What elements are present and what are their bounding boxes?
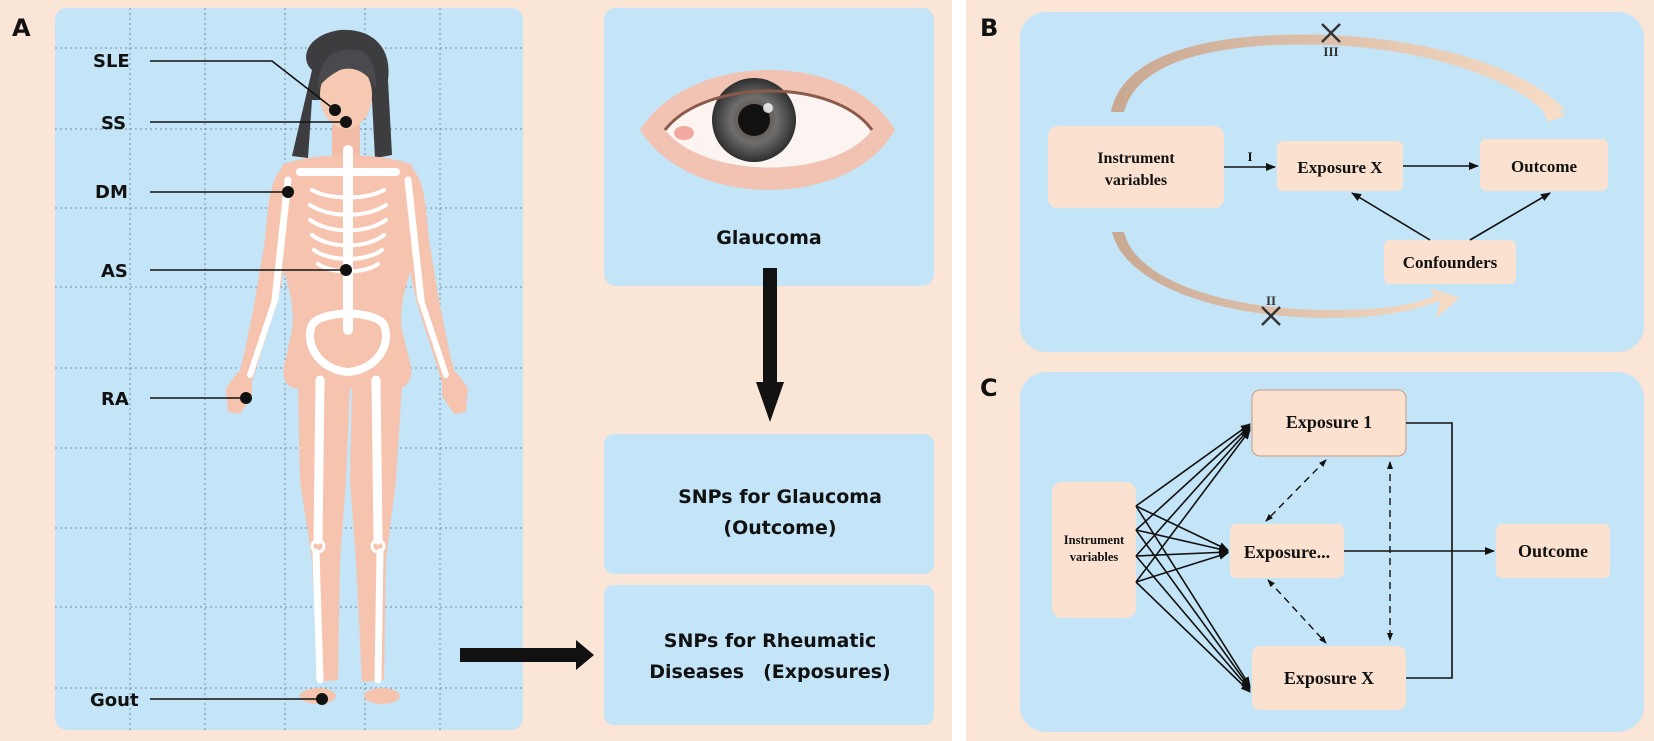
c-instrument-node — [1052, 482, 1136, 618]
c-exposurex-node — [1252, 646, 1406, 710]
b-confounders-label: Confounders — [1403, 253, 1498, 272]
callout-dots — [240, 104, 352, 705]
callout-lines — [150, 60, 346, 700]
snps-exposures-line1: SNPs for Rheumatic — [664, 630, 876, 652]
b-instrument-line2: variables — [1105, 172, 1167, 189]
snps-exposures-box — [604, 585, 934, 725]
down-arrow — [756, 268, 784, 422]
c-outcome-label: Outcome — [1518, 541, 1588, 561]
b-outcome-label: Outcome — [1511, 157, 1578, 176]
b-exposure-label: Exposure X — [1297, 158, 1383, 177]
b-outcome-node — [1480, 139, 1608, 191]
c-exposurex-label: Exposure X — [1284, 668, 1374, 688]
b-arrows — [1224, 162, 1551, 241]
panel-b-letter: B — [980, 14, 998, 42]
arc-top — [1111, 34, 1565, 114]
roman-2: II — [1266, 293, 1276, 308]
snps-outcome-line2: (Outcome) — [723, 517, 836, 539]
cross-bottom-icon — [1261, 306, 1281, 326]
roman-1: I — [1247, 149, 1252, 164]
cross-top-icon — [1321, 23, 1341, 43]
panel-a-letter: A — [12, 14, 31, 42]
human-figure — [226, 29, 468, 704]
roman-3: III — [1323, 44, 1338, 59]
panel-separator-vertical — [952, 0, 966, 741]
snps-exposures-line2: Diseases (Exposures) — [649, 661, 890, 683]
arc-top-head — [1538, 100, 1566, 122]
c-exposure-mid-node — [1230, 524, 1344, 578]
label-dm: DM — [95, 182, 128, 203]
b-instrument-line1: Instrument — [1097, 150, 1175, 167]
c-outcome-node — [1496, 524, 1610, 578]
label-gout: Gout — [90, 690, 139, 711]
c-instrument-line1: Instrument — [1064, 533, 1125, 547]
snps-outcome-box — [604, 434, 934, 574]
glaucoma-label: Glaucoma — [716, 227, 821, 249]
right-arrow — [460, 640, 594, 670]
c-instrument-line2: variables — [1070, 550, 1119, 564]
label-sle: SLE — [93, 51, 130, 72]
c-fan-arrows — [1135, 423, 1251, 693]
arc-bottom — [1112, 232, 1460, 318]
panel-c-letter: C — [980, 374, 998, 402]
c-dashed-arrows — [1265, 459, 1393, 644]
snps-outcome-line1: SNPs for Glaucoma — [678, 486, 882, 508]
b-confounders-node — [1384, 240, 1516, 284]
c-exposure-mid-label: Exposure... — [1244, 542, 1330, 562]
c-outcome-arrows — [1344, 422, 1495, 679]
label-as: AS — [101, 261, 128, 282]
c-exposure1-label: Exposure 1 — [1286, 412, 1372, 432]
label-ra: RA — [101, 389, 129, 410]
eye-illustration — [640, 70, 895, 190]
b-exposure-node — [1277, 141, 1403, 191]
label-ss: SS — [101, 113, 126, 134]
b-instrument-node — [1048, 126, 1224, 208]
